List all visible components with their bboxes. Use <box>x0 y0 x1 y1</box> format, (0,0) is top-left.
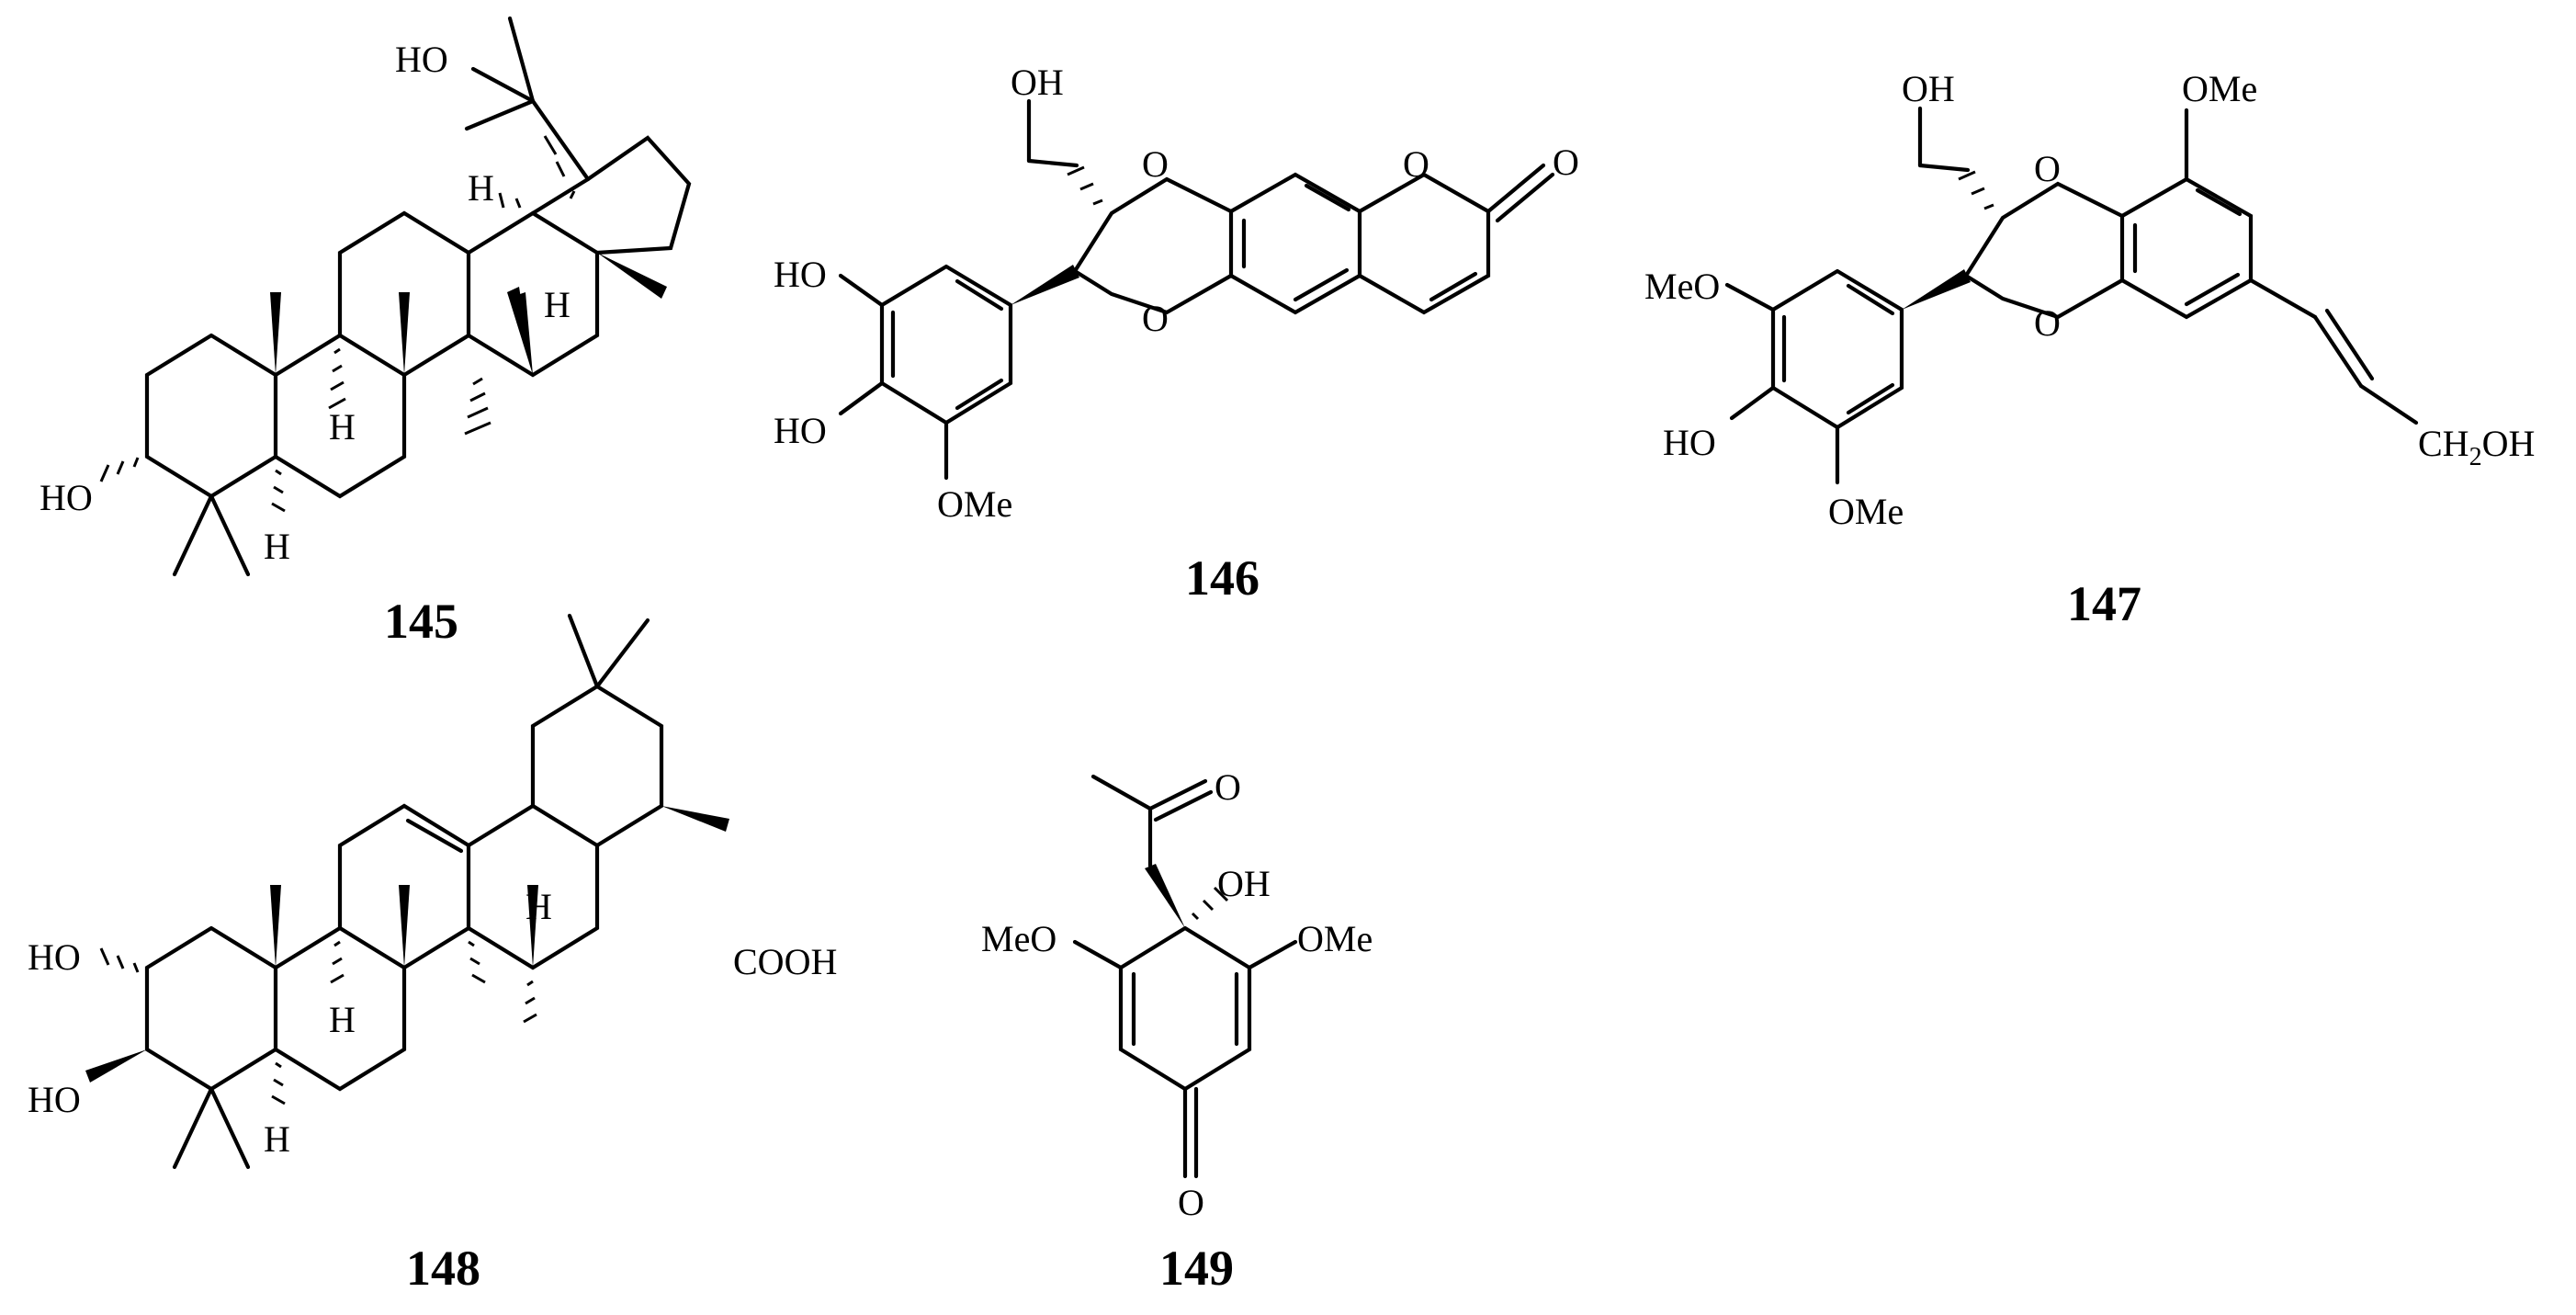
atom-label: H <box>525 886 552 927</box>
atom-label: OMe <box>2182 68 2257 109</box>
atom-label: H <box>544 284 571 325</box>
atom-label: OH <box>1902 68 1955 109</box>
compound-number: 145 <box>384 594 458 649</box>
atom-label: HO <box>28 936 81 978</box>
compound-146: OH O O O O HO HO OMe 146 <box>774 62 1579 606</box>
atom-label: OMe <box>937 483 1012 525</box>
compound-149: O OH MeO OMe O 149 <box>981 766 1373 1296</box>
atom-label: HO <box>28 1079 81 1120</box>
compound-145: HO HO H H H H 145 <box>40 16 692 649</box>
atom-label: O <box>1215 766 1241 808</box>
atom-label: O <box>1178 1182 1204 1223</box>
atom-label: MeO <box>981 918 1056 959</box>
atom-label: COOH <box>733 941 837 982</box>
atom-label: O <box>2034 302 2061 344</box>
atom-label: CH2OH <box>2418 423 2535 471</box>
compound-number: 149 <box>1159 1241 1234 1296</box>
atom-label: H <box>329 406 356 448</box>
atom-label: O <box>2034 148 2061 189</box>
atom-label: OMe <box>1828 491 1904 532</box>
atom-label: H <box>468 167 494 209</box>
compound-number: 147 <box>2067 576 2141 631</box>
atom-label: OMe <box>1297 918 1373 959</box>
atom-label: O <box>1142 143 1169 185</box>
atom-label: H <box>264 526 290 567</box>
atom-label: O <box>1142 298 1169 339</box>
atom-label: HO <box>774 254 827 295</box>
atom-label: OH <box>1217 863 1271 904</box>
compound-147: OH OMe O O MeO HO OMe CH2OH 147 <box>1644 68 2535 631</box>
atom-label: O <box>1553 142 1579 183</box>
compound-number: 146 <box>1185 550 1260 606</box>
atom-label: H <box>329 999 356 1040</box>
atom-label: MeO <box>1644 266 1720 307</box>
atom-label: HO <box>1663 422 1716 463</box>
compound-number: 148 <box>406 1241 480 1296</box>
atom-label: HO <box>40 477 93 518</box>
atom-label: OH <box>1011 62 1064 103</box>
atom-label: HO <box>395 39 448 80</box>
atom-label: H <box>264 1118 290 1160</box>
compound-148: HO HO H H H COOH 148 <box>28 613 837 1296</box>
atom-label: HO <box>774 410 827 451</box>
atom-label: O <box>1403 143 1429 185</box>
